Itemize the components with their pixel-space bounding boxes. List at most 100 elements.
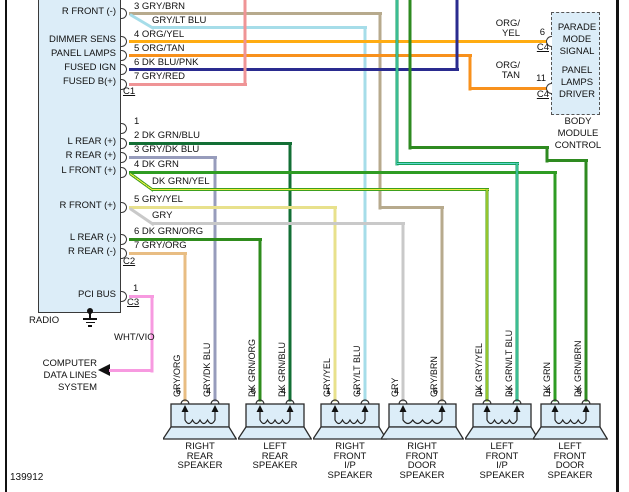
label-r-front-neg: R FRONT (-) bbox=[61, 6, 116, 17]
left-front-ip-speaker-caption: I/P bbox=[496, 460, 508, 472]
label-bcm-cap-line1: BODY bbox=[564, 116, 592, 127]
frame-left-border bbox=[5, 0, 7, 492]
connector-pin-arc bbox=[121, 7, 127, 19]
label-c2-pin4: 4 DK GRN bbox=[134, 159, 179, 170]
right-front-door-speaker-icon bbox=[380, 399, 464, 440]
wire-dk-grn-yel bbox=[152, 187, 489, 191]
left-front-ip-speaker-wire-label: DK GRN/LT BLU bbox=[504, 329, 514, 397]
label-bcm-c4-b: C4 bbox=[536, 89, 549, 100]
connector-pin-arc bbox=[121, 201, 127, 213]
right-front-ip-speaker-pin-number: 1 bbox=[325, 386, 331, 397]
left-front-door-speaker-pin-number: 4 bbox=[545, 386, 551, 397]
connector-pin-arc bbox=[121, 63, 127, 75]
left-rear-speaker-caption: SPEAKER bbox=[252, 460, 298, 472]
left-front-ip-speaker-caption: LEFT bbox=[490, 441, 514, 452]
wire-org-tan bbox=[470, 86, 549, 90]
wire-dk-grn-org bbox=[258, 239, 262, 401]
wire-gry-dk-blu bbox=[129, 155, 217, 159]
right-rear-speaker-wire-label: GRY/ORG bbox=[172, 354, 182, 397]
wire-gry-red bbox=[243, 0, 247, 84]
label-l-front-pos: L FRONT (+) bbox=[61, 165, 116, 176]
wire-gry bbox=[129, 206, 155, 226]
label-bcm-fn1-line3: SIGNAL bbox=[559, 46, 595, 57]
right-front-door-speaker-caption: DOOR bbox=[407, 460, 437, 472]
wire-dk-grn-blu bbox=[129, 141, 292, 145]
right-rear-speaker-caption: REAR bbox=[186, 450, 214, 462]
label-c2-pin1: 1 bbox=[134, 116, 140, 127]
right-rear-speaker-caption: SPEAKER bbox=[177, 460, 223, 472]
wire-dk-grn-org bbox=[129, 237, 262, 241]
footer-diagram-id: 139912 bbox=[10, 472, 44, 483]
wire-gry-lt-blu bbox=[129, 12, 155, 30]
right-rear-speaker-pin-number: 4 bbox=[205, 386, 211, 397]
right-front-door-speaker-pin-number: 6 bbox=[432, 386, 438, 397]
label-c2-label: C2 bbox=[123, 256, 136, 267]
body-control-module-box bbox=[551, 12, 600, 115]
right-front-ip-speaker-wire-label: GRY/LT BLU bbox=[352, 345, 362, 397]
right-front-ip-speaker-caption: RIGHT bbox=[335, 441, 365, 452]
wire-gry-dk-blu bbox=[213, 157, 217, 401]
connector-pin-arc bbox=[121, 247, 127, 259]
label-c2-pin2: 2 DK GRN/BLU bbox=[134, 130, 200, 141]
label-r-front-pos: R FRONT (+) bbox=[59, 200, 116, 211]
label-whtvio-label: WHT/VIO bbox=[114, 332, 155, 343]
right-front-door-speaker-pin-number: 4 bbox=[393, 386, 399, 397]
label-c1-pin3-branch: GRY/LT BLU bbox=[152, 15, 207, 26]
label-pci-bus: PCI BUS bbox=[77, 289, 116, 300]
label-bcm-pin11: 11 bbox=[536, 73, 546, 84]
connector-pin-arc bbox=[121, 49, 127, 61]
wire-dk-grn-yel bbox=[129, 171, 155, 192]
wire-dk-blu-pnk bbox=[129, 67, 459, 71]
label-c2-pin3: 3 GRY/DK BLU bbox=[134, 144, 200, 155]
label-note-line2: DATA LINES bbox=[43, 370, 98, 381]
label-c2-pin5-branch: GRY bbox=[152, 210, 173, 221]
label-bcm-pin6: 6 bbox=[539, 27, 545, 38]
right-front-door-speaker-caption: RIGHT bbox=[407, 441, 437, 452]
label-bcm-c4-a: C4 bbox=[536, 42, 549, 53]
wire-gry-brn bbox=[380, 205, 444, 209]
wire-org-yel bbox=[129, 39, 549, 43]
left-front-ip-speaker-caption: FRONT bbox=[485, 450, 519, 462]
label-fused-b: FUSED B(+) bbox=[62, 76, 116, 87]
left-rear-speaker-pin-number: 4 bbox=[280, 386, 286, 397]
left-rear-speaker-wire-label: DK GRN/ORG bbox=[247, 338, 257, 397]
connector-pin-arc bbox=[121, 137, 127, 149]
left-front-door-speaker-wire-label: DK GRN bbox=[542, 361, 552, 397]
left-front-door-speaker-caption: DOOR bbox=[555, 460, 585, 472]
label-c1-pin4: 4 ORG/YEL bbox=[134, 29, 185, 40]
label-note-line3: SYSTEM bbox=[57, 382, 97, 393]
left-front-door-speaker-icon bbox=[532, 399, 608, 440]
wire-dk-grn-brn bbox=[547, 158, 588, 162]
left-front-ip-speaker-pin-number: 2 bbox=[507, 386, 513, 397]
radio-box bbox=[38, 0, 121, 313]
left-front-door-speaker-caption: SPEAKER bbox=[547, 470, 593, 482]
wire-org-tan bbox=[468, 55, 472, 90]
left-front-ip-speaker-pin-number: 1 bbox=[477, 386, 483, 397]
right-front-ip-speaker-caption: SPEAKER bbox=[327, 470, 373, 482]
label-r-rear-pos: R REAR (+) bbox=[65, 150, 116, 161]
connector-pin-arc bbox=[121, 151, 127, 163]
connector-pin-arc bbox=[121, 166, 127, 178]
connector-pin-arc bbox=[121, 233, 127, 245]
wire-dk-grn-lt-blu bbox=[395, 0, 399, 165]
left-front-ip-speaker-caption: SPEAKER bbox=[479, 470, 525, 482]
wire-gry-red bbox=[129, 82, 247, 86]
wire-org-tan bbox=[129, 53, 472, 57]
right-rear-speaker-wire-label: GRY/DK BLU bbox=[202, 342, 212, 397]
right-front-ip-speaker-pin-number: 2 bbox=[355, 386, 361, 397]
right-front-door-speaker-caption: SPEAKER bbox=[399, 470, 445, 482]
connector-pin-arc bbox=[546, 82, 552, 94]
label-bcm-fn2-line2: LAMPS bbox=[560, 77, 594, 88]
connector-pin-arc bbox=[121, 122, 127, 134]
wire-gry-brn bbox=[129, 11, 382, 15]
label-c2-pin4-branch: DK GRN/YEL bbox=[152, 176, 210, 187]
radio-label: RADIO bbox=[29, 315, 60, 326]
label-c2-pin6: 6 DK GRN/ORG bbox=[134, 226, 204, 237]
label-panel-lamps: PANEL LAMPS bbox=[51, 48, 116, 59]
left-front-door-speaker-caption: FRONT bbox=[553, 450, 587, 462]
right-rear-speaker-icon bbox=[163, 399, 237, 440]
ground-bar-1 bbox=[83, 318, 97, 320]
left-front-door-speaker-wire-label: DK GRN/BRN bbox=[573, 340, 583, 397]
wire-gry-lt-blu bbox=[152, 25, 367, 29]
wire-dk-grn-lt-blu bbox=[397, 161, 519, 165]
